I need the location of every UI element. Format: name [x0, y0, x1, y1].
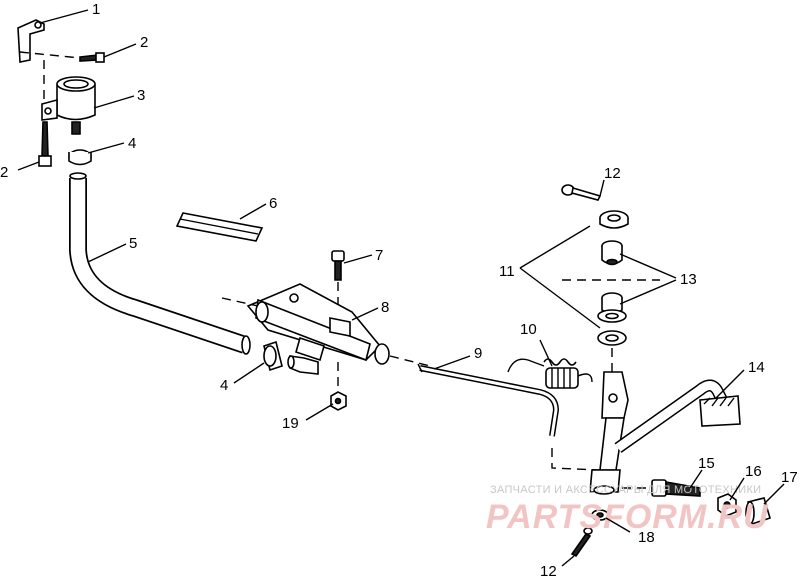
- callout-12-lower: 12: [540, 563, 557, 576]
- part-16-nut: [717, 493, 737, 517]
- part-19-nut: [330, 391, 347, 411]
- callout-14: 14: [748, 359, 765, 376]
- part-13-bushing-upper: [601, 240, 623, 266]
- callout-12-upper: 12: [604, 165, 621, 182]
- part-2-bolt-lower: [38, 121, 52, 167]
- part-5-hose: [69, 172, 251, 355]
- callout-2-upper: 2: [140, 34, 148, 51]
- part-12-cotter-pin-lower: [570, 527, 593, 558]
- part-4-clamp-lower: [263, 340, 283, 372]
- part-7-bolt: [331, 250, 345, 281]
- callout-8: 8: [381, 299, 389, 316]
- callout-5: 5: [129, 235, 137, 252]
- part-10-spring: [507, 358, 593, 389]
- part-12-cotter-pin-upper: [561, 184, 602, 201]
- callout-2-lower: 2: [0, 164, 8, 181]
- callout-13: 13: [680, 271, 697, 288]
- callout-17: 17: [781, 469, 798, 486]
- leader-lines: [17, 9, 785, 567]
- watermark-tagline: ЗАПЧАСТИ И АКСЕССУАРЫ ДЛЯ МОТОТЕХНИКИ: [490, 484, 761, 496]
- part-17-cap: [745, 497, 771, 526]
- part-18-washer: [591, 509, 609, 521]
- part-3-reservoir: [41, 76, 96, 135]
- part-11-washer-middle: [597, 309, 627, 323]
- callout-3: 3: [137, 87, 145, 104]
- callout-16: 16: [745, 463, 762, 480]
- part-8-master-cylinder: [246, 283, 390, 365]
- callout-11: 11: [499, 263, 515, 280]
- part-9-push-rod: [417, 363, 560, 437]
- callout-1: 1: [92, 1, 100, 18]
- callout-7: 7: [375, 247, 383, 264]
- callout-10: 10: [520, 321, 537, 338]
- part-11-washer-top: [599, 210, 629, 229]
- part-15-bolt: [651, 479, 701, 497]
- callout-18: 18: [638, 529, 655, 546]
- callout-4-lower: 4: [220, 377, 228, 394]
- part-11-washer-bottom: [597, 330, 627, 346]
- part-4-clamp-upper: [68, 149, 92, 166]
- callout-15: 15: [698, 455, 715, 472]
- callout-6: 6: [269, 195, 277, 212]
- part-2-screw-upper: [79, 52, 105, 63]
- elbow-fitting: [287, 355, 319, 375]
- callout-19: 19: [282, 415, 299, 432]
- callout-9: 9: [474, 345, 482, 362]
- part-1-bracket: [17, 19, 45, 63]
- part-6-sleeve: [175, 212, 264, 242]
- callout-4-upper: 4: [128, 135, 136, 152]
- part-14-brake-pedal: [589, 371, 741, 495]
